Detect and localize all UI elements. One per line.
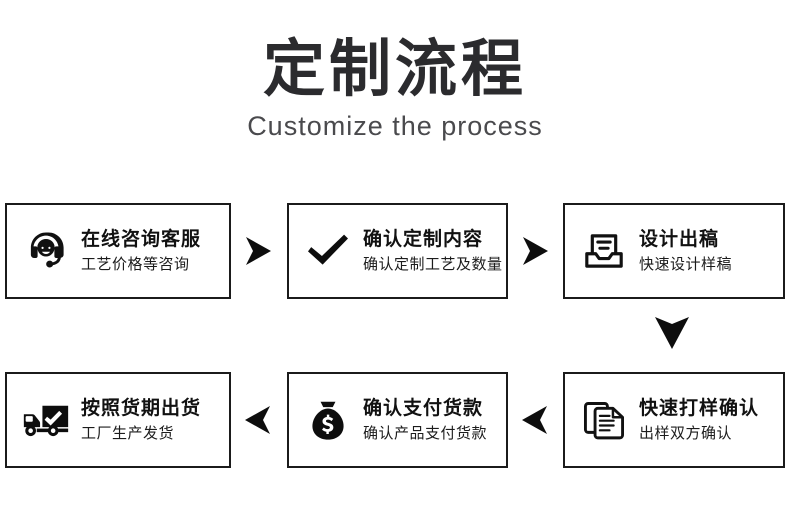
headset-support-icon — [17, 229, 75, 273]
step-subtitle: 确认定制工艺及数量 — [363, 254, 503, 273]
page-subtitle: Customize the process — [247, 110, 543, 141]
inbox-tray-icon — [575, 229, 633, 273]
step-title: 在线咨询客服 — [81, 227, 202, 250]
step-subtitle: 出样双方确认 — [639, 423, 733, 442]
step-card-text: 确认定制内容 确认定制工艺及数量 — [357, 228, 507, 274]
step-card-confirm-content[interactable]: 确认定制内容 确认定制工艺及数量 — [287, 203, 508, 299]
step-subtitle: 工厂生产发货 — [81, 423, 175, 442]
arrow-left-icon — [241, 403, 275, 437]
header: 定制流程 Customize the process — [0, 32, 790, 142]
step-title: 设计出稿 — [639, 227, 720, 250]
step-card-confirm-payment[interactable]: 确认支付货款 确认产品支付货款 — [287, 372, 508, 468]
documents-icon — [575, 398, 633, 442]
page-title: 定制流程 — [262, 32, 527, 105]
arrow-down-icon — [651, 312, 693, 352]
arrow-right-icon — [241, 234, 275, 268]
step-title: 确认定制内容 — [363, 227, 484, 250]
step-card-text: 快速打样确认 出样双方确认 — [633, 397, 783, 443]
money-bag-icon — [299, 398, 357, 442]
arrow-right-icon — [518, 234, 552, 268]
step-title: 快速打样确认 — [639, 396, 760, 419]
arrow-left-icon — [518, 403, 552, 437]
step-card-text: 在线咨询客服 工艺价格等咨询 — [75, 228, 229, 274]
step-subtitle: 确认产品支付货款 — [363, 423, 488, 442]
step-card-text: 按照货期出货 工厂生产发货 — [75, 397, 229, 443]
step-subtitle: 工艺价格等咨询 — [81, 254, 190, 273]
step-title: 确认支付货款 — [363, 396, 484, 419]
delivery-truck-check-icon — [17, 400, 75, 440]
step-card-text: 设计出稿 快速设计样稿 — [633, 228, 783, 274]
step-card-design-draft[interactable]: 设计出稿 快速设计样稿 — [563, 203, 785, 299]
step-subtitle: 快速设计样稿 — [639, 254, 733, 273]
step-card-online-consult[interactable]: 在线咨询客服 工艺价格等咨询 — [5, 203, 231, 299]
step-card-shipping[interactable]: 按照货期出货 工厂生产发货 — [5, 372, 231, 468]
checkmark-icon — [299, 231, 357, 271]
step-card-sample-confirm[interactable]: 快速打样确认 出样双方确认 — [563, 372, 785, 468]
step-title: 按照货期出货 — [81, 396, 202, 419]
step-card-text: 确认支付货款 确认产品支付货款 — [357, 397, 506, 443]
